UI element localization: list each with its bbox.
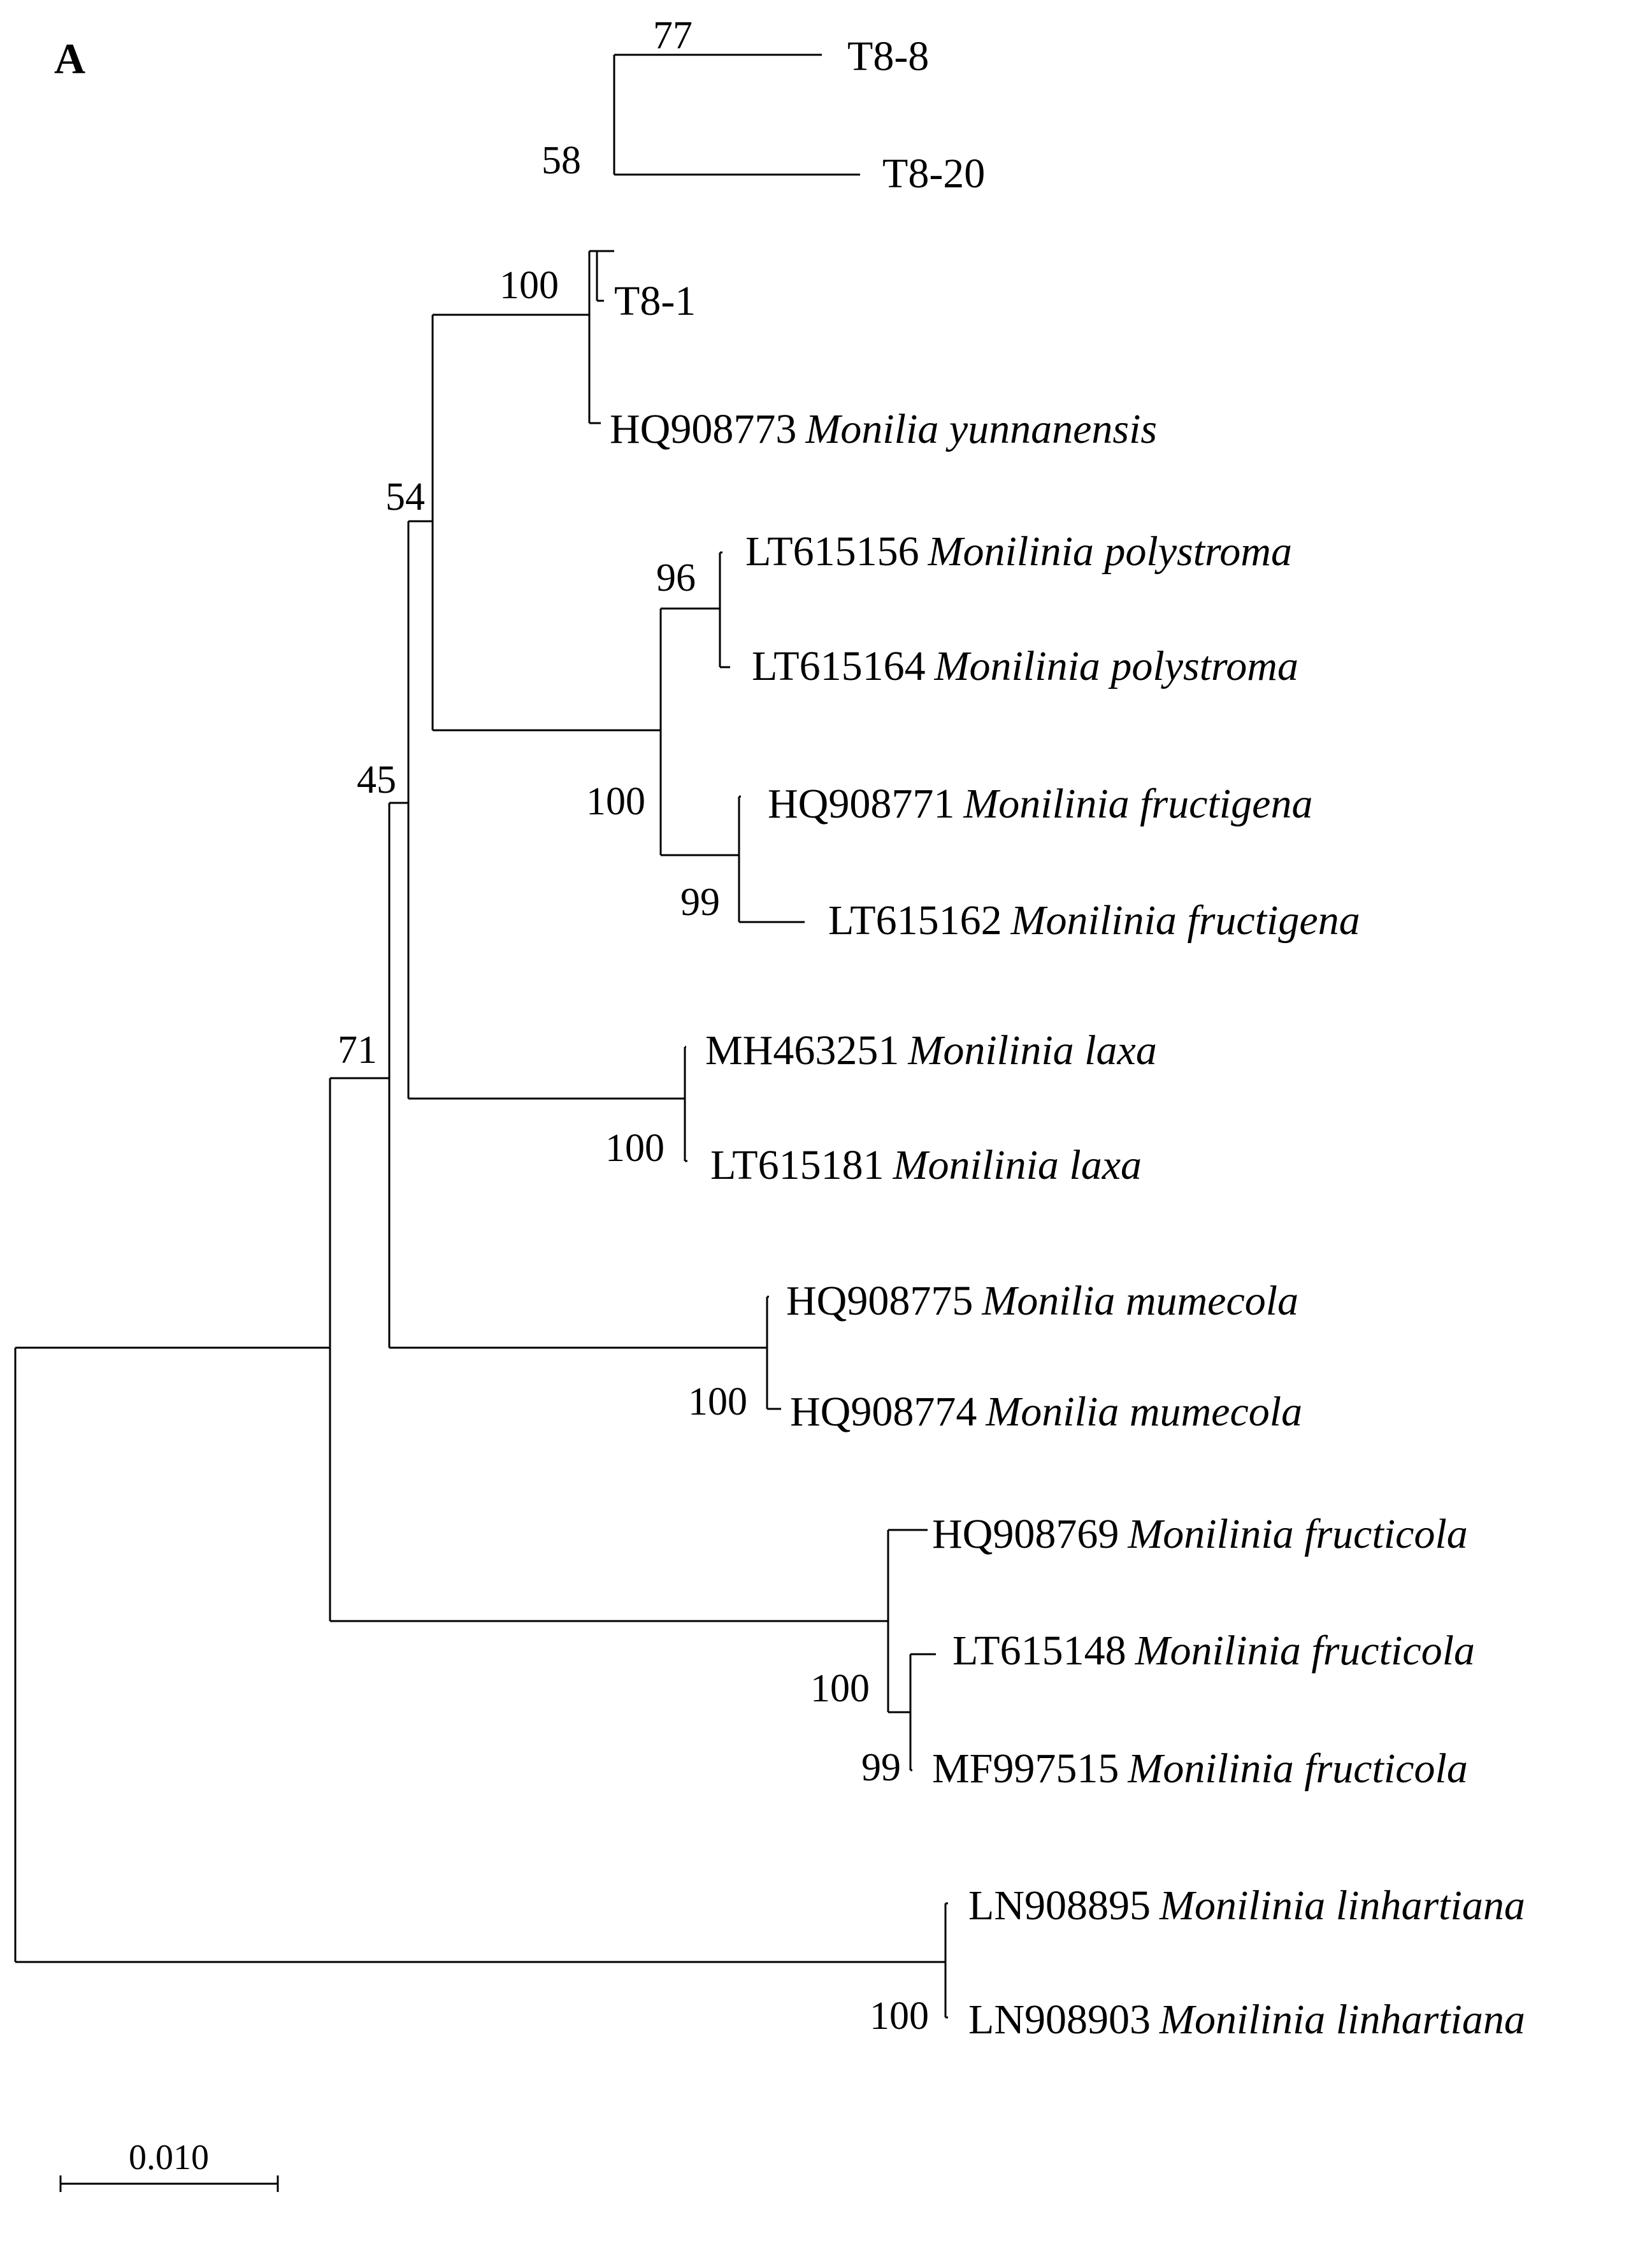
bootstrap-value: 100 [810, 1667, 870, 1710]
bootstrap-value: 71 [338, 1028, 377, 1072]
taxon-label: T8-8 [847, 33, 929, 80]
bootstrap-values: 77 58 100 54 96 100 99 45 100 71 100 100… [338, 14, 929, 2038]
tree-branches [14, 54, 948, 2019]
bootstrap-value: 99 [680, 881, 720, 924]
panel-label: A [54, 34, 85, 83]
bootstrap-value: 54 [385, 475, 425, 519]
bootstrap-value: 100 [605, 1127, 664, 1170]
bootstrap-value: 45 [357, 758, 396, 802]
bootstrap-value: 100 [688, 1380, 747, 1424]
taxon-label: T8-1 [614, 278, 696, 324]
bootstrap-value: 96 [656, 556, 696, 600]
bootstrap-value: 77 [653, 14, 693, 57]
bootstrap-value: 58 [542, 139, 581, 182]
scale-bar: 0.010 [59, 2138, 279, 2192]
bootstrap-value: 99 [861, 1746, 901, 1789]
taxon-label: T8-20 [882, 150, 985, 197]
scale-bar-label: 0.010 [129, 2138, 209, 2177]
bootstrap-value: 100 [499, 264, 559, 307]
bootstrap-value: 100 [870, 1994, 929, 2038]
bootstrap-value: 100 [586, 780, 645, 823]
